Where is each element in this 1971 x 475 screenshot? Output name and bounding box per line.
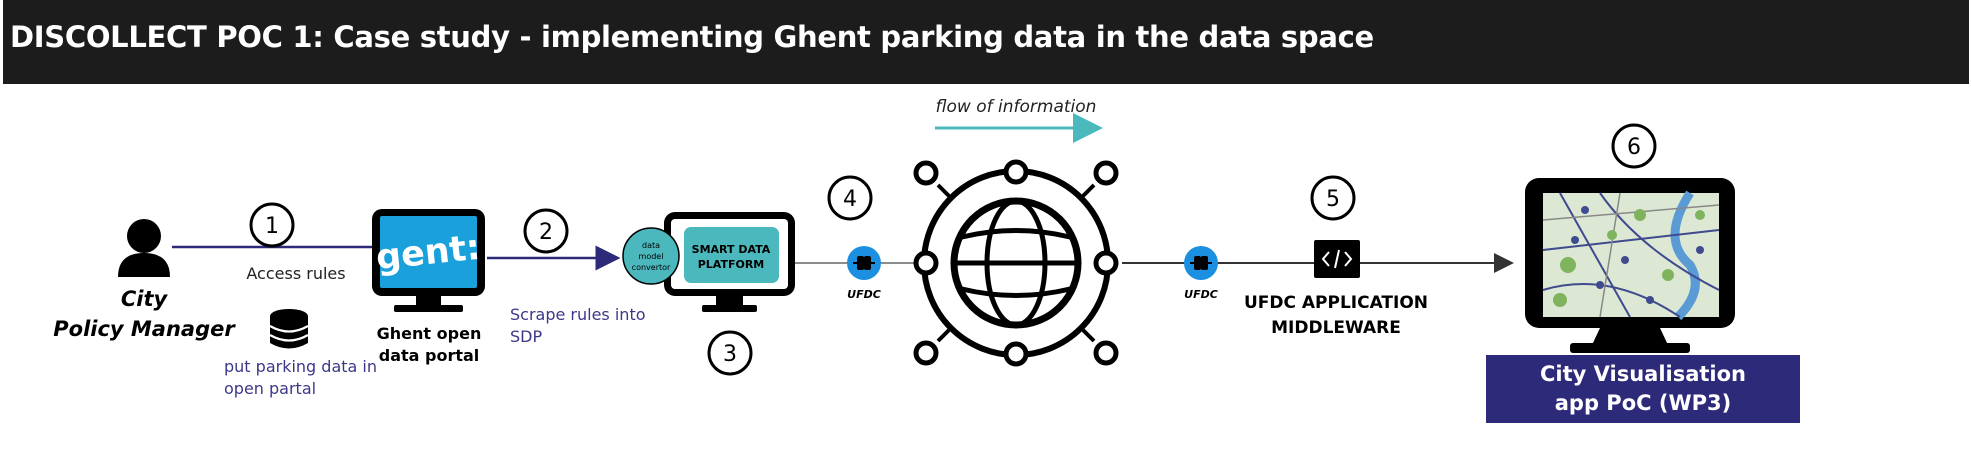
code-icon xyxy=(1314,240,1360,278)
svg-text:1: 1 xyxy=(265,214,279,239)
step-5-badge: 5 xyxy=(1310,175,1356,221)
access-rules-label: Access rules xyxy=(246,264,345,283)
ghent-portal-monitor: gent: xyxy=(372,209,485,312)
policy-manager-line1: City xyxy=(121,287,169,311)
middleware-label-line2: MIDDLEWARE xyxy=(1271,318,1401,338)
sdp-label-line1: SMART DATA xyxy=(692,243,771,256)
visualisation-label-box xyxy=(1486,355,1800,423)
ufdc-label-right: UFDC xyxy=(1184,288,1218,301)
step-2-badge: 2 xyxy=(523,208,569,254)
policy-manager-line2: Policy Manager xyxy=(53,317,236,341)
person-icon xyxy=(118,219,170,277)
flow-label: flow of information xyxy=(936,97,1097,117)
svg-text:3: 3 xyxy=(723,342,737,367)
step-4-badge: 4 xyxy=(827,175,873,221)
svg-text:convertor: convertor xyxy=(632,263,671,272)
visualisation-label-line2: app PoC (WP3) xyxy=(1555,391,1731,415)
ghent-label-line1: Ghent open xyxy=(377,324,482,343)
database-icon xyxy=(269,309,309,349)
ufdc-label-left: UFDC xyxy=(847,288,881,301)
svg-text:model: model xyxy=(639,252,664,261)
scrape-note-line2: SDP xyxy=(510,327,542,346)
parking-note-line1: put parking data in xyxy=(224,357,377,376)
data-space-network-icon xyxy=(913,159,1119,367)
ufdc-plug-icon-right xyxy=(1184,246,1218,280)
scrape-note-line1: Scrape rules into xyxy=(510,305,646,324)
sdp-monitor: SMART DATA PLATFORM xyxy=(664,212,795,312)
visualisation-monitor xyxy=(1525,178,1735,353)
data-model-convertor: data model convertor xyxy=(622,227,680,285)
sdp-label-line2: PLATFORM xyxy=(698,258,765,271)
visualisation-label-line1: City Visualisation xyxy=(1540,362,1746,386)
svg-text:2: 2 xyxy=(539,220,553,245)
ghent-label-line2: data portal xyxy=(379,346,480,365)
svg-text:5: 5 xyxy=(1326,187,1340,212)
ufdc-plug-icon-left xyxy=(847,246,881,280)
svg-text:data: data xyxy=(642,241,660,250)
step-1-badge: 1 xyxy=(249,202,295,248)
page-title: DISCOLLECT POC 1: Case study - implement… xyxy=(10,20,1374,54)
svg-text:4: 4 xyxy=(843,187,857,212)
city-map-image xyxy=(1542,190,1720,321)
step-6-badge: 6 xyxy=(1611,123,1657,169)
middleware-label-line1: UFDC APPLICATION xyxy=(1244,293,1428,313)
parking-note-line2: open partal xyxy=(224,379,316,398)
svg-text:6: 6 xyxy=(1627,135,1641,160)
step-3-badge: 3 xyxy=(707,330,753,376)
title-bar: DISCOLLECT POC 1: Case study - implement… xyxy=(3,0,1969,84)
